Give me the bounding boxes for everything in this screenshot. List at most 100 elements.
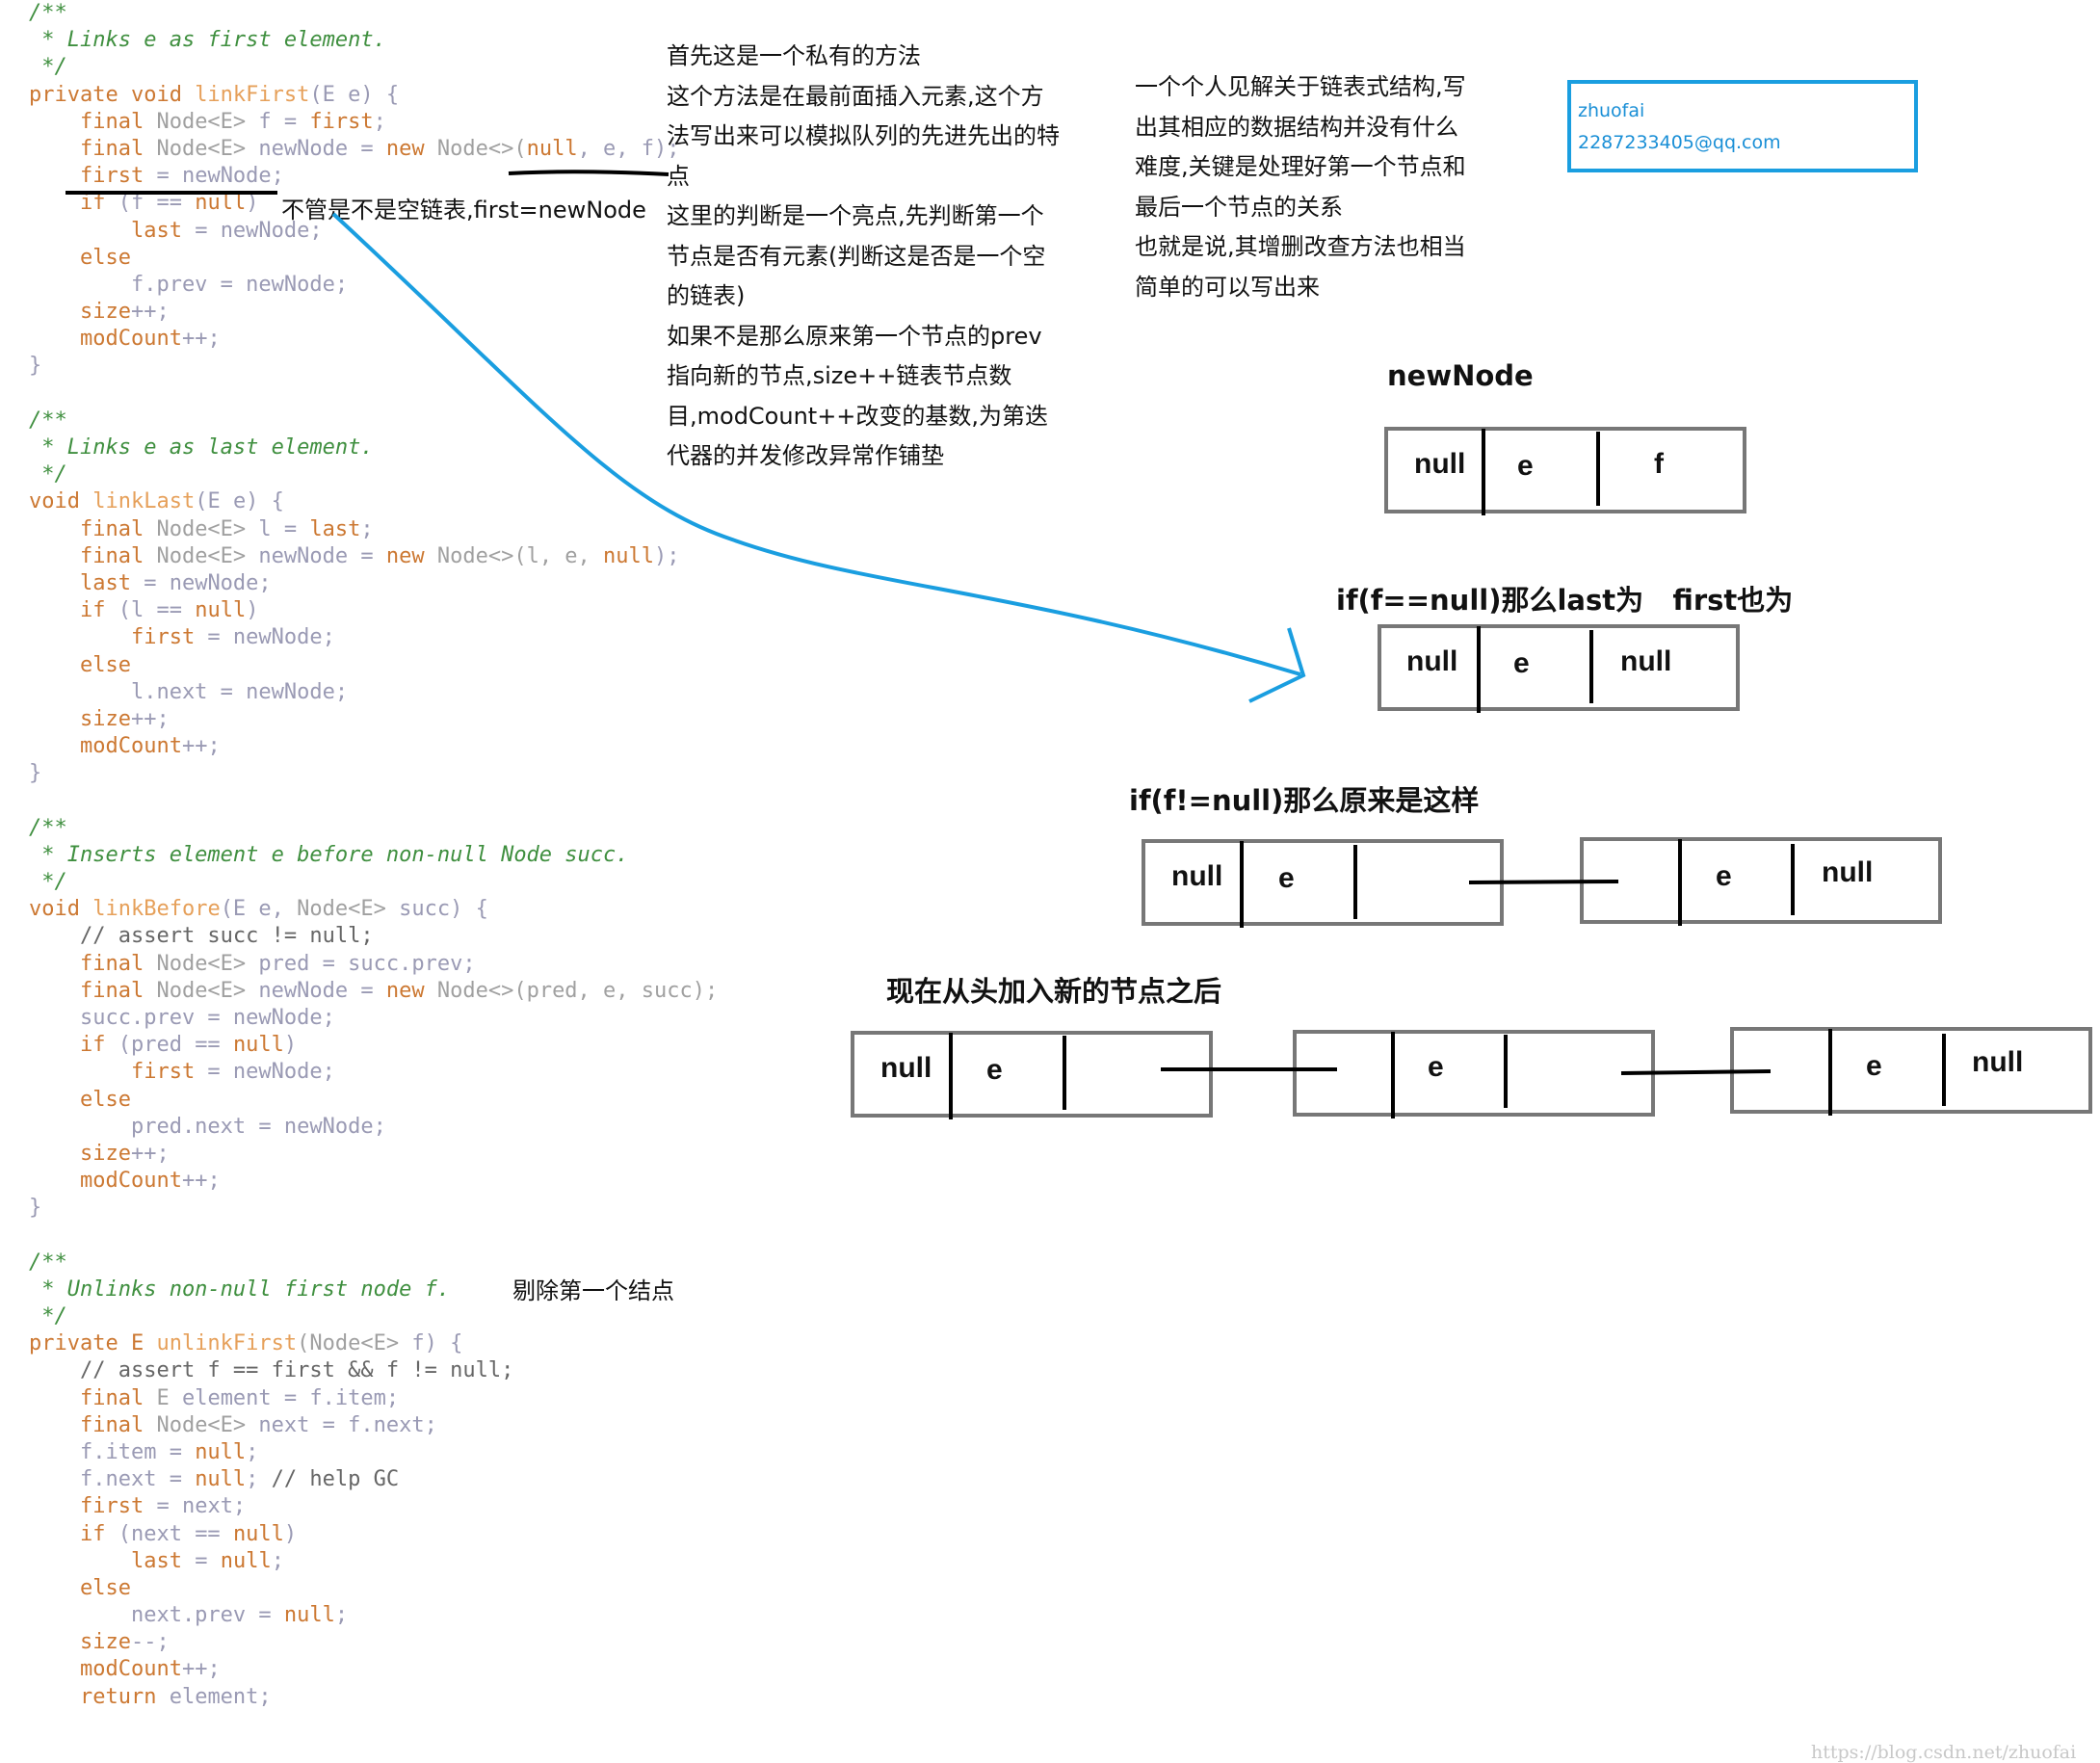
code-line: } [29,760,718,787]
code-token: size [29,300,131,325]
code-line: last = null; [29,1548,718,1575]
code-token: // assert f == first && f != null; [29,1358,514,1383]
code-token: */ [29,870,67,894]
code-token: size [29,1141,131,1166]
code-token: } [29,761,42,786]
code-token: last [29,218,182,243]
code-line: final Node<E> newNode = new Node<>(null,… [29,136,718,163]
code-token: null [526,136,578,161]
author-email: 2287233405@qq.com [1578,132,1781,153]
opinion-line: 最后一个节点的关系 [1135,193,1343,221]
code-line: modCount++; [29,733,718,760]
unlink-first-note: 剔除第一个结点 [512,1277,674,1304]
code-token: = [181,1548,221,1573]
code-token: size [29,1630,131,1655]
explanation-line: 这里的判断是一个亮点,先判断第一个 [667,202,1044,229]
code-line: */ [29,869,718,896]
code-token: ); [654,543,680,568]
code-token: new [385,136,437,161]
code-token: final [29,978,157,1003]
code-token: * Links e as first element. [29,28,386,53]
code-line: if (f == null) [29,190,718,217]
original-second-node: e null [1580,837,1942,924]
code-token: ) [246,191,259,216]
code-token: /** [29,1250,67,1275]
author-name: zhuofai [1578,100,1645,121]
item-cell: e [1716,860,1732,892]
code-token: final [29,543,157,568]
code-token: newNode = [258,978,386,1003]
code-token: new [385,543,437,568]
explanation-line: 指向新的节点,size++链表节点数 [667,362,1012,389]
code-line: modCount++; [29,1168,718,1195]
code-token: modCount [29,1169,182,1194]
code-token: Node<E> [156,951,259,976]
code-token: if [29,598,118,623]
middle-node: e [1293,1030,1655,1117]
code-token: void [29,897,93,922]
code-token: (E e) { [309,82,400,107]
code-token: f.next = [29,1467,196,1492]
code-token: // assert succ != null; [29,924,374,949]
prev-cell: null [1171,860,1223,892]
code-line: l.next = newNode; [29,679,718,706]
code-token: linkBefore [92,897,221,922]
code-token: Node<>(l, e, [436,543,604,568]
code-line: */ [29,54,718,81]
code-token: void [29,489,93,514]
code-token: ++; [181,327,221,352]
code-token: element; [169,1684,272,1709]
code-token: element = f.item; [181,1385,400,1410]
explanation-line: 首先这是一个私有的方法 [667,42,921,69]
code-token: null [220,1548,272,1573]
code-token: */ [29,55,67,80]
code-token: if [29,1033,118,1058]
code-line: final Node<E> next = f.next; [29,1412,718,1439]
code-line: /** [29,815,718,842]
code-token: private E [29,1331,157,1356]
code-token: l.next = newNode; [29,679,349,704]
link-line [1620,1069,1772,1075]
code-token: private void [29,82,196,107]
code-line: /** [29,0,718,27]
code-token: return [29,1684,170,1709]
code-token: modCount [29,734,182,759]
next-cell: f [1654,448,1664,480]
item-cell: e [1278,862,1295,894]
code-line: // assert f == first && f != null; [29,1357,718,1384]
code-line: final Node<E> f = first; [29,109,718,136]
code-line: size--; [29,1629,718,1656]
last-node: e null [1730,1027,2092,1114]
code-token: Node<E> [156,978,259,1003]
code-token: ++; [130,706,170,731]
pointer-arrowhead [1248,627,1306,703]
code-line: private void linkFirst(E e) { [29,82,718,109]
code-token: ++; [181,1657,221,1682]
opinion-line: 难度,关键是处理好第一个节点和 [1135,153,1466,180]
next-cell: null [1972,1046,2024,1078]
next-cell: null [1620,645,1672,677]
code-line: if (next == null) [29,1521,718,1548]
code-token: first [29,625,196,650]
code-token: final [29,516,157,541]
code-line: succ.prev = newNode; [29,1005,718,1032]
original-first-node: null e [1142,839,1504,926]
code-token: f.item = [29,1439,196,1464]
code-token: (f == [118,191,196,216]
code-token: null [232,1521,284,1546]
code-token: E [156,1385,182,1410]
code-token: null [195,1467,247,1492]
code-token: * Links e as last element. [29,435,374,460]
code-token: Node<E> [156,543,259,568]
code-line: size++; [29,299,718,326]
code-line: } [29,1195,718,1222]
code-line: * Unlinks non-null first node f. [29,1276,718,1303]
opinion-line: 也就是说,其增删改查方法也相当 [1135,233,1466,260]
code-token: ; [271,1548,284,1573]
code-token: ; [373,109,386,134]
explanation-line: 如果不是那么原来第一个节点的prev [667,322,1042,350]
opinion-line: 出其相应的数据结构并没有什么 [1135,113,1458,141]
code-token: if [29,1521,118,1546]
code-token: succ.prev = newNode; [29,1005,335,1030]
